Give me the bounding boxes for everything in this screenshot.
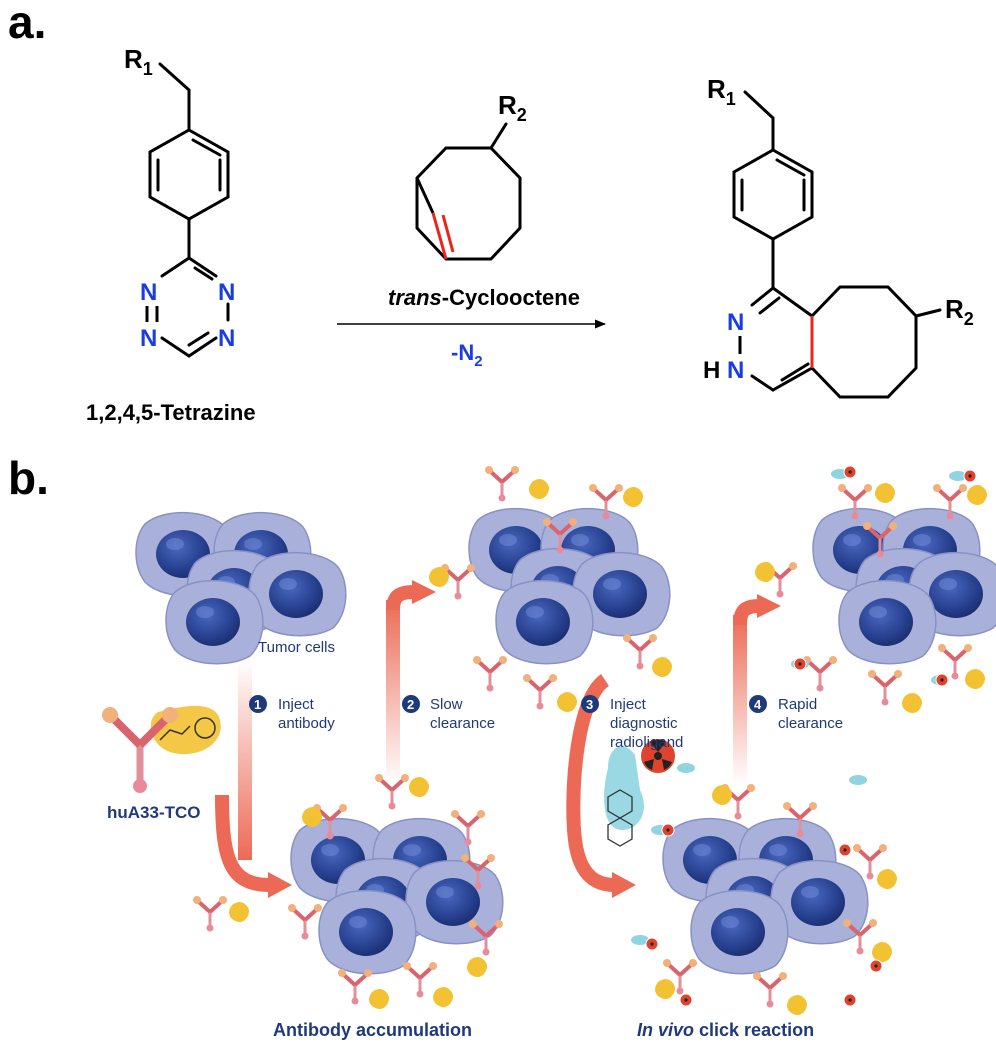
product-r1-label: R1: [707, 74, 736, 109]
caption-antibody-accumulation: Antibody accumulation: [273, 1020, 472, 1040]
step-4-badge: [749, 695, 767, 713]
step-1: 1 Inject antibody: [249, 695, 335, 732]
step-1-badge: [249, 695, 267, 713]
tetrazine-structure: [148, 62, 230, 358]
step-1-line2: antibody: [278, 715, 335, 732]
step-2-badge: [402, 695, 420, 713]
step-3: 3 Inject diagnostic radioligand: [581, 695, 683, 751]
panel-a-label: a.: [8, 0, 46, 48]
tco-bond-3: [415, 177, 435, 214]
product-structure: [732, 90, 942, 399]
tetrazine-n3: N: [218, 279, 235, 306]
product-nh-h: H: [703, 357, 720, 384]
step-2-num: 2: [407, 697, 414, 712]
step-3-line3: radioligand: [610, 734, 683, 751]
step-2-line1: Slow: [430, 696, 463, 713]
tetrazine-n1: N: [140, 279, 157, 306]
step-4-num: 4: [754, 697, 762, 712]
tetrazine-name: 1,2,4,5-Tetrazine: [86, 400, 256, 425]
step-2-line2: clearance: [430, 715, 495, 732]
step-3-line2: diagnostic: [610, 715, 678, 732]
radioligand-particles: [631, 465, 977, 1007]
step-4-line2: clearance: [778, 715, 843, 732]
tco-red-bond-2: [441, 214, 455, 253]
step-4-line1: Rapid: [778, 696, 817, 713]
tco-r2-label: R2: [498, 90, 527, 125]
hua33-tco-label: huA33-TCO: [107, 803, 201, 822]
radioligand-illustration: [604, 739, 675, 847]
product-n2: N: [727, 357, 744, 384]
tco-structure: [415, 122, 522, 261]
step-1-num: 1: [254, 697, 261, 712]
caption-in-vivo-click: In vivo click reaction: [637, 1020, 814, 1040]
product-r2-label: R2: [945, 294, 974, 329]
tumor-cluster-click-reaction: [662, 817, 869, 975]
tumor-cells-label: Tumor cells: [258, 639, 335, 656]
step-2: 2 Slow clearance: [402, 695, 495, 732]
hua33-tco-illustration: [102, 705, 221, 793]
tetrazine-n2: N: [140, 325, 157, 352]
panel-b-label: b.: [8, 452, 49, 504]
step-1-line1: Inject: [278, 696, 315, 713]
step-3-line1: Inject: [610, 696, 647, 713]
step-3-badge: [581, 695, 599, 713]
tumor-cluster-slow-clearance: [468, 507, 671, 665]
tco-red-bond-1: [431, 212, 448, 260]
reaction-reagent: trans-Cyclooctene: [388, 285, 580, 310]
step-4: 4 Rapid clearance: [749, 695, 843, 732]
tumor-cluster-rapid-clearance: [812, 507, 996, 665]
tetrazine-n4: N: [218, 325, 235, 352]
step-3-num: 3: [586, 697, 593, 712]
tetrazine-r1-label: R1: [124, 44, 153, 79]
reaction-byproduct: -N2: [451, 340, 483, 370]
product-n1: N: [727, 309, 744, 336]
